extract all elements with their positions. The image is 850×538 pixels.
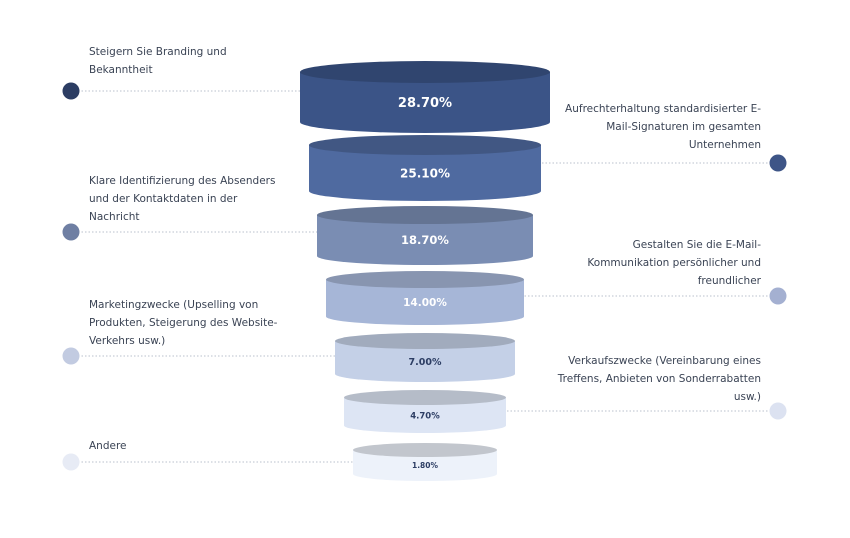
legend-dot [769, 154, 787, 172]
legend-dot [62, 223, 80, 241]
value-label: 14.00% [403, 297, 447, 309]
funnel-segment [353, 450, 497, 481]
value-label: 28.70% [398, 96, 452, 111]
funnel-segment [344, 397, 506, 434]
category-label: Klare Identifizierung des Absenders und … [89, 175, 276, 223]
category-label: Andere [89, 440, 127, 452]
funnel-segment-cap [353, 443, 497, 457]
funnel-segment-cap [309, 135, 541, 155]
legend-dot [62, 453, 80, 471]
legend-dot [62, 82, 80, 100]
funnel-segment [300, 72, 550, 133]
category-label: Aufrechterhaltung standardisierter E- Ma… [565, 103, 761, 151]
value-label: 1.80% [412, 461, 439, 470]
funnel-segment-cap [300, 61, 550, 83]
funnel-segment [326, 279, 524, 325]
funnel-segment-cap [317, 206, 533, 224]
category-label: Marketingzwecke (Upselling von Produkten… [89, 299, 278, 347]
value-label: 4.70% [410, 411, 440, 421]
funnel-segment-cap [326, 271, 524, 288]
legend-dot [62, 347, 80, 365]
value-label: 7.00% [409, 357, 442, 368]
value-label: 25.10% [400, 166, 450, 180]
legend-dot [769, 402, 787, 420]
category-label: Gestalten Sie die E-Mail- Kommunikation … [587, 239, 761, 287]
category-label: Verkaufszwecke (Vereinbarung eines Treff… [557, 355, 761, 403]
value-label: 18.70% [401, 233, 449, 247]
funnel-segment-cap [344, 390, 506, 405]
legend-dot [769, 287, 787, 305]
category-label: Steigern Sie Branding und Bekanntheit [89, 46, 227, 76]
funnel-segment-cap [335, 333, 515, 349]
funnel-segment [309, 145, 541, 201]
funnel-segment [317, 215, 533, 265]
funnel-segment [335, 341, 515, 382]
